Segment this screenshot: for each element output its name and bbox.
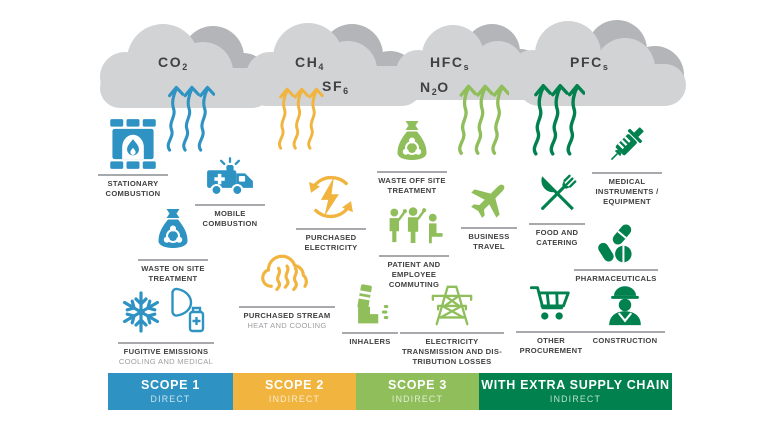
item-pharmaceuticals: PHARMACEUTICALS [561,221,671,284]
electricity-cycle-icon [309,175,353,219]
item-fugitive-emissions: FUGITIVE EMISSIONS COOLING AND MEDICAL [111,284,221,367]
item-label: FUGITIVE EMISSIONS [123,346,209,356]
item-label: CONSTRUCTION [592,335,658,345]
scope-legend-bar: SCOPE 1 DIRECT SCOPE 2 INDIRECT SCOPE 3 … [108,373,672,410]
ch4-sf6-emission-arrows-icon [277,87,324,150]
gas-label-ch4: CH4 [295,54,324,72]
scope2-subtitle: INDIRECT [268,393,321,404]
label-divider [239,306,335,308]
label-divider [585,331,665,333]
scope3-title: SCOPE 3 [387,377,448,392]
inhaler-icon [357,284,389,324]
item-inhalers: INHALERS [315,282,425,347]
biohazard-bag-icon [158,209,188,248]
clouds-graphic [100,20,686,108]
label-divider [377,171,447,173]
label-divider [516,331,586,333]
item-sublabel: HEAT AND COOLING [247,320,327,330]
scope1-subtitle: DIRECT [150,393,191,404]
gas-label-hfcs: HFCs [430,54,470,72]
power-pylon-icon [431,285,473,326]
supply-chain-subtitle: INDIRECT [549,393,602,404]
steam-cloud-icon [261,254,308,291]
item-label: PURCHASED STREAM [243,310,331,320]
airplane-icon [471,184,505,218]
label-divider [118,342,214,344]
gas-label-co2: CO2 [158,54,188,72]
snowflake-and-inhaler-icon [122,287,205,333]
fireplace-icon [110,119,156,169]
supply-chain-title: WITH EXTRA SUPPLY CHAIN [481,377,670,392]
label-divider [195,204,265,206]
syringe-icon [610,127,644,161]
label-divider [138,259,208,261]
label-divider [400,332,504,334]
crossed-cutlery-icon [541,174,577,211]
item-label: PHARMACEUTICALS [575,273,657,283]
ambulance-icon [207,157,253,197]
pfcs-emission-arrows-icon [532,84,585,156]
scope3-subtitle: INDIRECT [391,393,444,404]
item-purchased-stream: PURCHASED STREAM HEAT AND COOLING [232,248,342,331]
scope1-title: SCOPE 1 [140,377,201,392]
label-divider [342,332,398,334]
gas-label-pfcs: PFCs [570,54,609,72]
scope2-segment: SCOPE 2 INDIRECT [233,373,356,410]
label-divider [529,223,585,225]
label-divider [296,228,366,230]
co2-emission-arrows-icon [166,85,215,152]
item-sublabel: COOLING AND MEDICAL [118,356,214,366]
supply-chain-segment: WITH EXTRA SUPPLY CHAIN INDIRECT [479,373,672,410]
hfcs-n2o-emission-arrows-icon [458,84,509,155]
construction-worker-icon [609,286,641,326]
shopping-cart-icon [529,286,570,320]
commuters-icon [389,207,443,244]
biohazard-bag-icon [397,121,427,160]
pills-icon [598,224,632,263]
label-divider [98,174,168,176]
gas-label-sf6: SF6 [322,78,349,96]
label-divider [379,255,449,257]
scope3-segment: SCOPE 3 INDIRECT [356,373,479,410]
label-divider [461,227,517,229]
item-construction: CONSTRUCTION [570,281,680,346]
label-divider [592,172,662,174]
item-label: INHALERS [349,336,391,346]
label-divider [574,269,658,271]
gas-label-n2o: N2O [420,79,450,97]
scope2-title: SCOPE 2 [264,377,325,392]
scope1-segment: SCOPE 1 DIRECT [108,373,233,410]
